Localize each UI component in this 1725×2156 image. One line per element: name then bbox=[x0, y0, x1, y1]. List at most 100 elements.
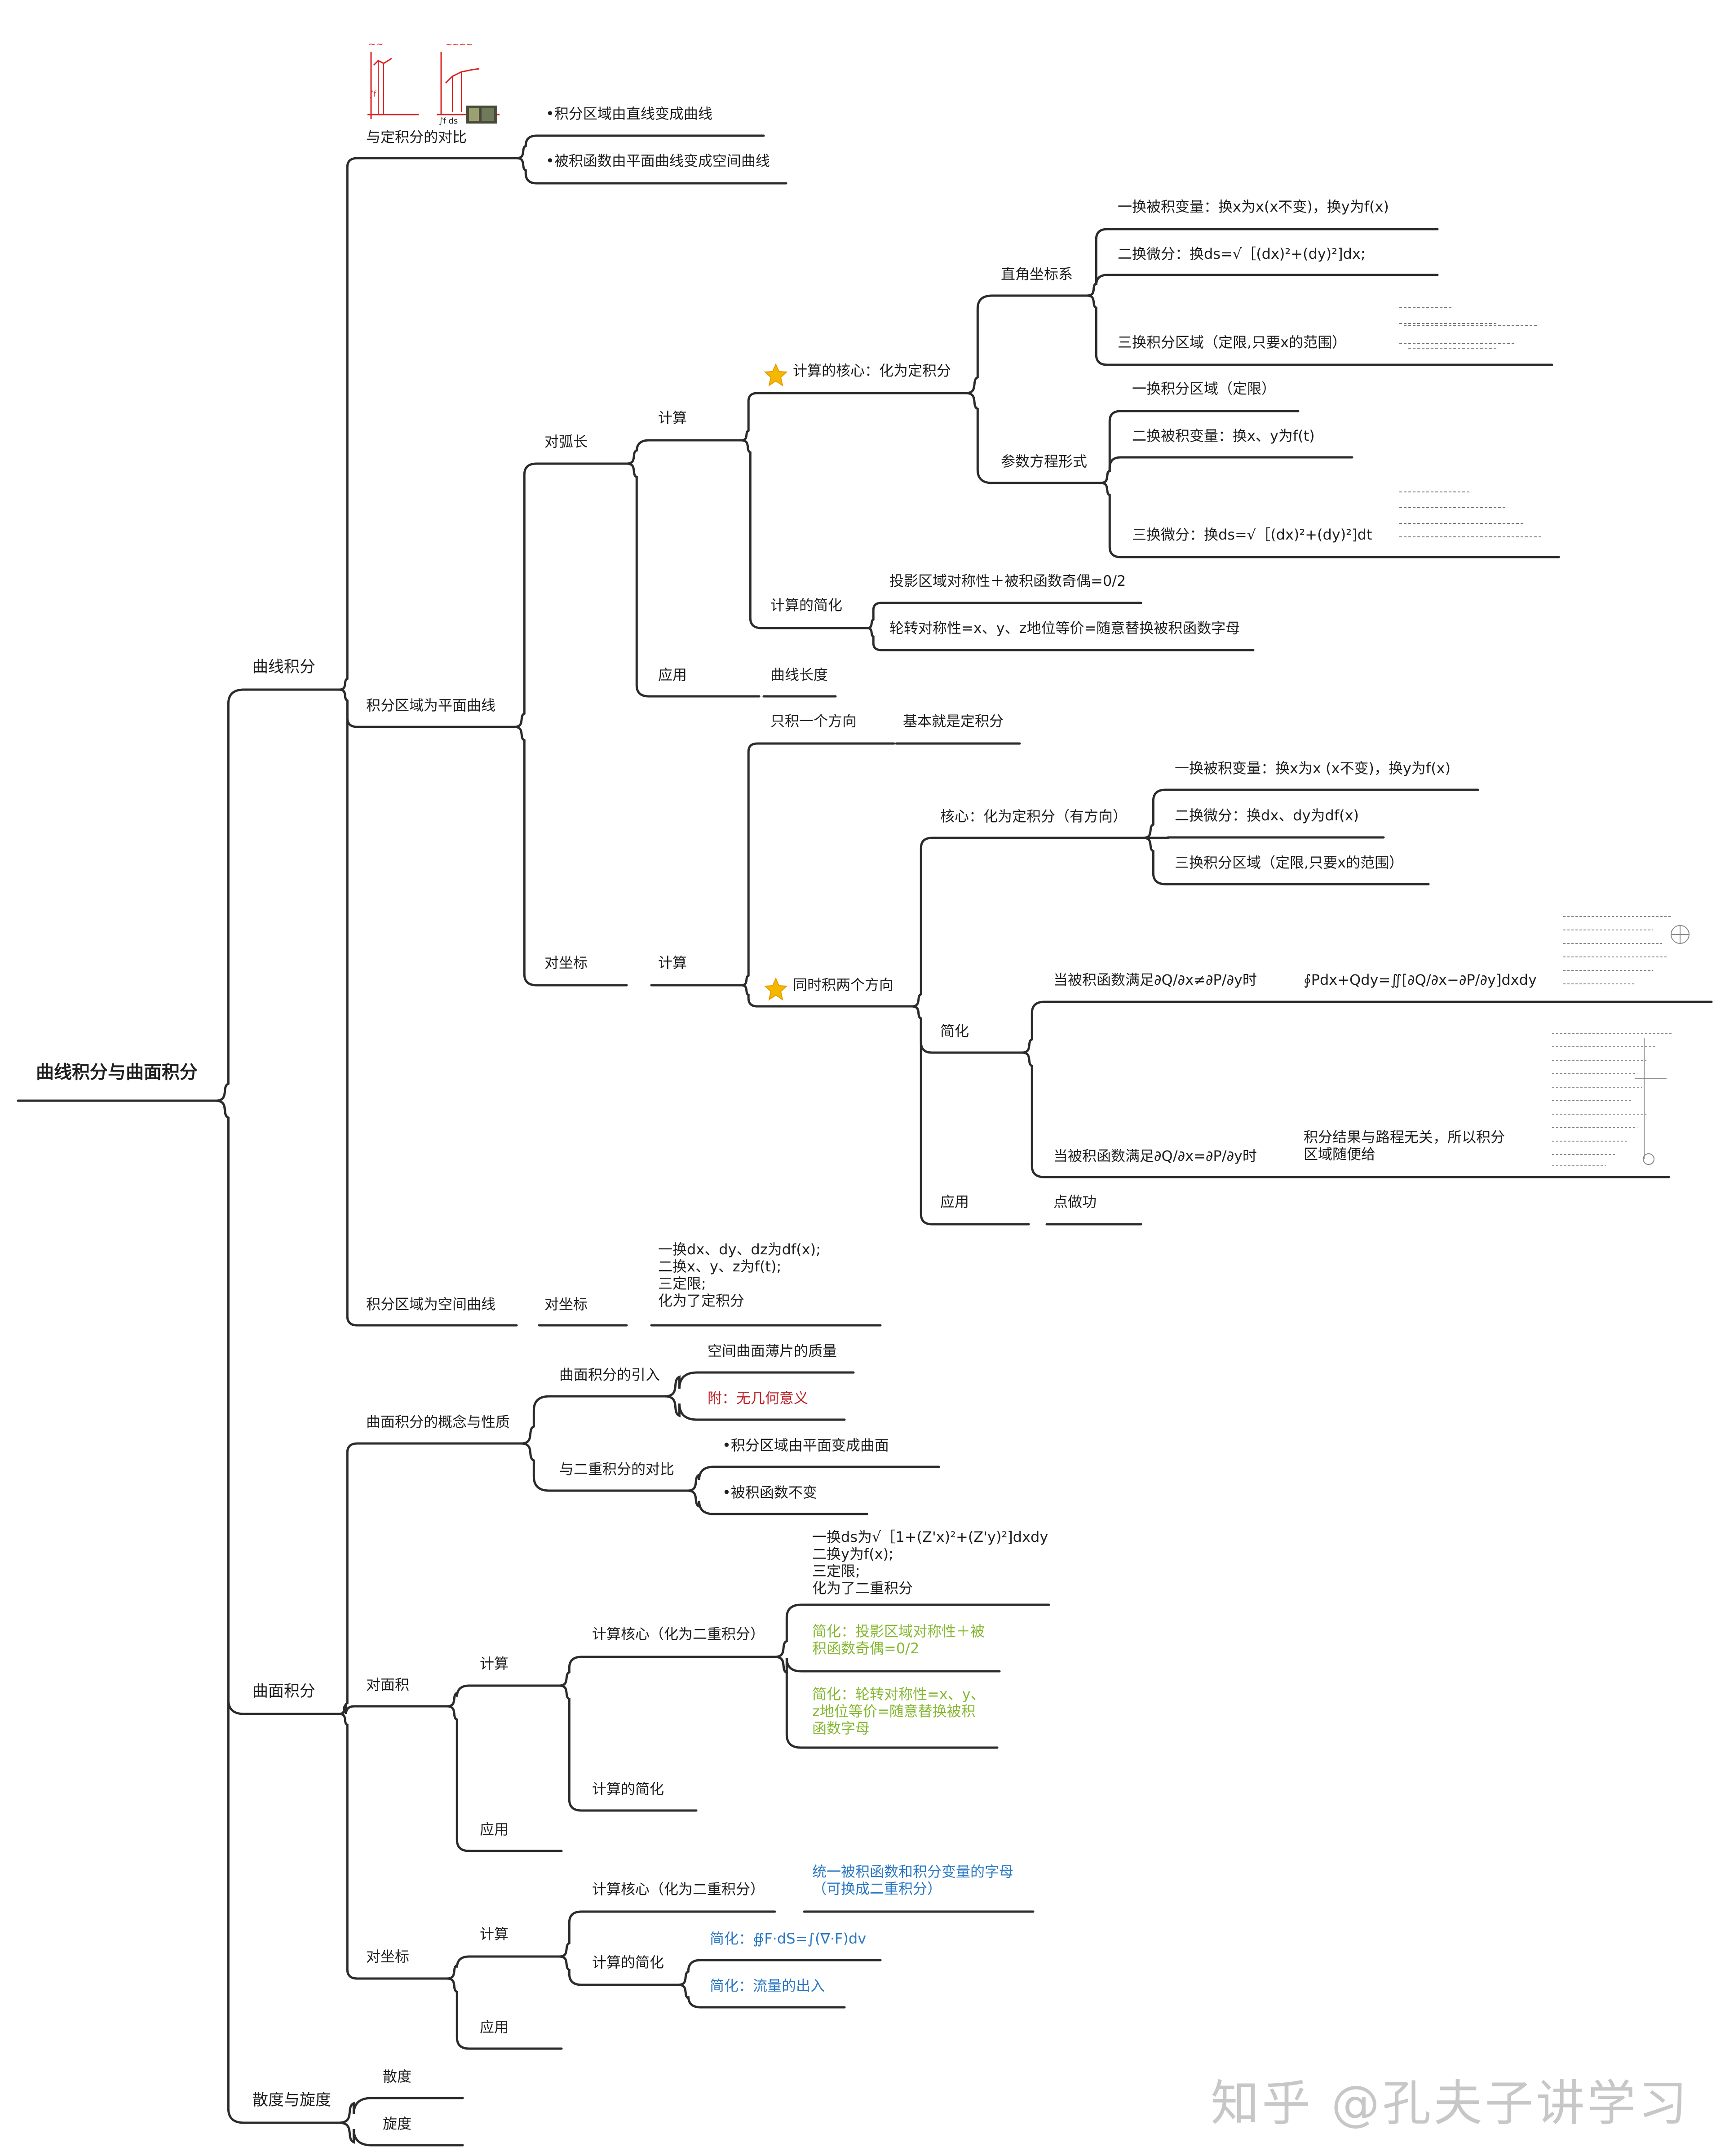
connector-pcCalc-two bbox=[740, 984, 761, 1008]
node-plane-curve[interactable]: 积分区域为平面曲线 bbox=[366, 697, 496, 714]
node-scoord-simplify[interactable]: 计算的简化 bbox=[592, 1954, 664, 1971]
node-coord-simplify[interactable]: 简化 bbox=[940, 1023, 969, 1040]
node-area-calc[interactable]: 计算 bbox=[480, 1655, 509, 1672]
node-coord-application[interactable]: 应用 bbox=[940, 1193, 969, 1210]
node-green-condition[interactable]: 当被积函数满足∂Q/∂x≠∂P/∂y时 bbox=[1053, 971, 1257, 988]
connector-sSimp-ss1 bbox=[677, 1959, 704, 1986]
connector-aCore-aS1 bbox=[774, 1656, 805, 1674]
node-area-application[interactable]: 应用 bbox=[480, 1821, 509, 1838]
connector-curve-space bbox=[338, 688, 361, 1327]
connector-compare-cmp1 bbox=[515, 134, 540, 159]
node-surface-intro-item[interactable]: 空间曲面薄片的质量 bbox=[708, 1342, 837, 1359]
node-two-direction[interactable]: 同时积两个方向 bbox=[793, 976, 894, 993]
node-path-independent-result[interactable]: 积分结果与路程无关，所以积分 区域随便给 bbox=[1304, 1129, 1505, 1163]
connector-plane-arc bbox=[513, 462, 540, 728]
node-param-form[interactable]: 参数方程形式 bbox=[1001, 453, 1088, 470]
connector-curve-compare bbox=[338, 157, 361, 691]
node-divergence[interactable]: 散度 bbox=[383, 2068, 412, 2085]
node-compare-definite[interactable]: 与定积分的对比 bbox=[366, 128, 467, 146]
node-arc-length[interactable]: 对弧长 bbox=[544, 433, 588, 450]
connector-param-p2 bbox=[1099, 456, 1124, 484]
node-arc-calc[interactable]: 计算 bbox=[658, 409, 687, 426]
node-coord-core-step[interactable]: 一换被积变量：换x为x (x不变)，换y为f(x) bbox=[1175, 760, 1451, 777]
node-green-formula[interactable]: ∮Pdx+Qdy=∬[∂Q/∂x−∂P/∂y]dxdy bbox=[1304, 971, 1537, 988]
node-compare-item[interactable]: •积分区域由直线变成曲线 bbox=[546, 105, 712, 122]
node-area-simp-rotation[interactable]: 简化：轮转对称性=x、y、 z地位等价=随意替换被积 函数字母 bbox=[812, 1686, 985, 1737]
node-plane-coord-calc[interactable]: 计算 bbox=[658, 954, 687, 971]
node-arc-application[interactable]: 应用 bbox=[658, 666, 687, 683]
node-surface-intro[interactable]: 曲面积分的引入 bbox=[559, 1366, 660, 1383]
connector-cmpD-d2 bbox=[686, 1489, 718, 1515]
node-surface-integral[interactable]: 曲面积分 bbox=[252, 1682, 316, 1700]
node-rect-step[interactable]: 一换被积变量：换x为x(x不变)，换y为f(x) bbox=[1118, 198, 1389, 215]
node-div-curl[interactable]: 散度与旋度 bbox=[252, 2091, 332, 2109]
node-surface-coord[interactable]: 对坐标 bbox=[366, 1948, 410, 1965]
node-param-step[interactable]: 三换微分：换ds=√［(dx)²+(dy)²]dt bbox=[1132, 526, 1372, 543]
node-surface-concept[interactable]: 曲面积分的概念与性质 bbox=[366, 1413, 510, 1430]
root-node[interactable]: 曲线积分与曲面积分 bbox=[36, 1062, 198, 1083]
connector-aCore-aSteps bbox=[774, 1603, 805, 1658]
connector-rect-r3 bbox=[1086, 294, 1111, 366]
node-arc-simplify[interactable]: 计算的简化 bbox=[770, 597, 843, 614]
node-coord-core-step[interactable]: 二换微分：换dx、dy为df(x) bbox=[1175, 807, 1359, 824]
node-surface-intro-note[interactable]: 附：无几何意义 bbox=[708, 1390, 809, 1407]
node-coord-app-item[interactable]: 点做功 bbox=[1053, 1193, 1097, 1210]
node-scoord-core-note[interactable]: 统一被积函数和积分变量的字母 （可换成二重积分） bbox=[812, 1863, 1014, 1897]
node-compare-double-item[interactable]: •积分区域由平面变成曲面 bbox=[722, 1437, 889, 1454]
connector-simp-g2 bbox=[1021, 1051, 1048, 1178]
node-one-direction[interactable]: 只积一个方向 bbox=[770, 713, 857, 730]
node-space-steps[interactable]: 一换dx、dy、dz为df(x); 二换x、y、z为f(t); 三定限; 化为了… bbox=[658, 1241, 821, 1309]
connector-root-surface bbox=[214, 1099, 248, 1715]
node-area-core-steps[interactable]: 一换ds为√［1+(Z'x)²+(Z'y)²]dxdy 二换y为f(x); 三定… bbox=[812, 1528, 1048, 1597]
node-rect-coord[interactable]: 直角坐标系 bbox=[1001, 266, 1073, 283]
node-area-simplify[interactable]: 计算的简化 bbox=[592, 1780, 664, 1797]
connector-root-curve bbox=[214, 688, 248, 1102]
connector-intro-i2 bbox=[663, 1395, 702, 1421]
node-curve-integral[interactable]: 曲线积分 bbox=[252, 658, 316, 676]
node-rect-step[interactable]: 三换积分区域（定限,只要x的范围） bbox=[1118, 334, 1347, 351]
connector-aCalc-aCore bbox=[558, 1656, 585, 1687]
node-scoord-simp-flux[interactable]: 简化：流量的出入 bbox=[710, 1977, 825, 1994]
node-param-step[interactable]: 一换积分区域（定限） bbox=[1132, 380, 1276, 397]
connector-arc-arcCalc bbox=[625, 439, 653, 465]
node-arc-simp-item[interactable]: 投影区域对称性＋被积函数奇偶=0/2 bbox=[889, 572, 1126, 589]
node-coord-core[interactable]: 核心：化为定积分（有方向） bbox=[940, 808, 1128, 825]
node-one-direction-note[interactable]: 基本就是定积分 bbox=[903, 713, 1004, 730]
star-icon bbox=[764, 977, 788, 1001]
node-arc-core[interactable]: 计算的核心：化为定积分 bbox=[793, 362, 951, 379]
connector-area-aApp bbox=[446, 1705, 473, 1852]
node-plane-coord[interactable]: 对坐标 bbox=[544, 954, 588, 971]
node-coord-core-step[interactable]: 三换积分区域（定限,只要x的范围） bbox=[1175, 854, 1404, 871]
connector-root-divcurl bbox=[214, 1099, 248, 2124]
node-scoord-application[interactable]: 应用 bbox=[480, 2019, 509, 2036]
connector-core-c1 bbox=[1142, 788, 1169, 839]
node-arc-app-item[interactable]: 曲线长度 bbox=[770, 666, 828, 683]
star-icon bbox=[764, 363, 788, 387]
node-space-curve[interactable]: 积分区域为空间曲线 bbox=[366, 1296, 496, 1313]
node-scoord-simp-divergence[interactable]: 简化：∯F·dS=∫(∇·F)dv bbox=[710, 1930, 867, 1947]
node-curl[interactable]: 旋度 bbox=[383, 2115, 412, 2132]
node-scoord-calc[interactable]: 计算 bbox=[480, 1926, 509, 1943]
connector-pcCalc-one bbox=[740, 742, 761, 987]
node-area-simp-symmetry[interactable]: 简化：投影区域对称性＋被 积函数奇偶=0/2 bbox=[812, 1623, 985, 1657]
connector-arcCalc-arcCore bbox=[740, 392, 761, 442]
node-compare-double[interactable]: 与二重积分的对比 bbox=[559, 1461, 675, 1478]
handwritten-note-image bbox=[1395, 483, 1543, 544]
connector-area-aCalc bbox=[446, 1684, 473, 1708]
node-rect-step[interactable]: 二换微分：换ds=√［(dx)²+(dy)²]dx; bbox=[1118, 245, 1366, 262]
handwritten-note-image bbox=[1395, 299, 1543, 357]
node-path-independent-condition[interactable]: 当被积函数满足∂Q/∂x=∂P/∂y时 bbox=[1053, 1147, 1257, 1164]
node-compare-item[interactable]: •被积函数由平面曲线变成空间曲线 bbox=[546, 152, 770, 169]
node-param-step[interactable]: 二换被积变量：换x、y为f(t) bbox=[1132, 427, 1315, 444]
connector-sCalc-sSimp bbox=[558, 1955, 585, 1986]
node-area-core[interactable]: 计算核心（化为二重积分） bbox=[592, 1625, 765, 1642]
node-compare-double-item[interactable]: •被积函数不变 bbox=[722, 1484, 817, 1501]
node-scoord-core[interactable]: 计算核心（化为二重积分） bbox=[592, 1881, 765, 1898]
connector-param-p3 bbox=[1099, 482, 1124, 558]
connector-divcurl-cu bbox=[338, 2121, 376, 2147]
connector-aCalc-aSimp bbox=[558, 1684, 585, 1812]
node-arc-simp-item[interactable]: 轮转对称性=x、y、z地位等价=随意替换被积函数字母 bbox=[889, 620, 1240, 637]
node-space-coord[interactable]: 对坐标 bbox=[544, 1296, 588, 1313]
node-surface-area[interactable]: 对面积 bbox=[366, 1676, 410, 1693]
